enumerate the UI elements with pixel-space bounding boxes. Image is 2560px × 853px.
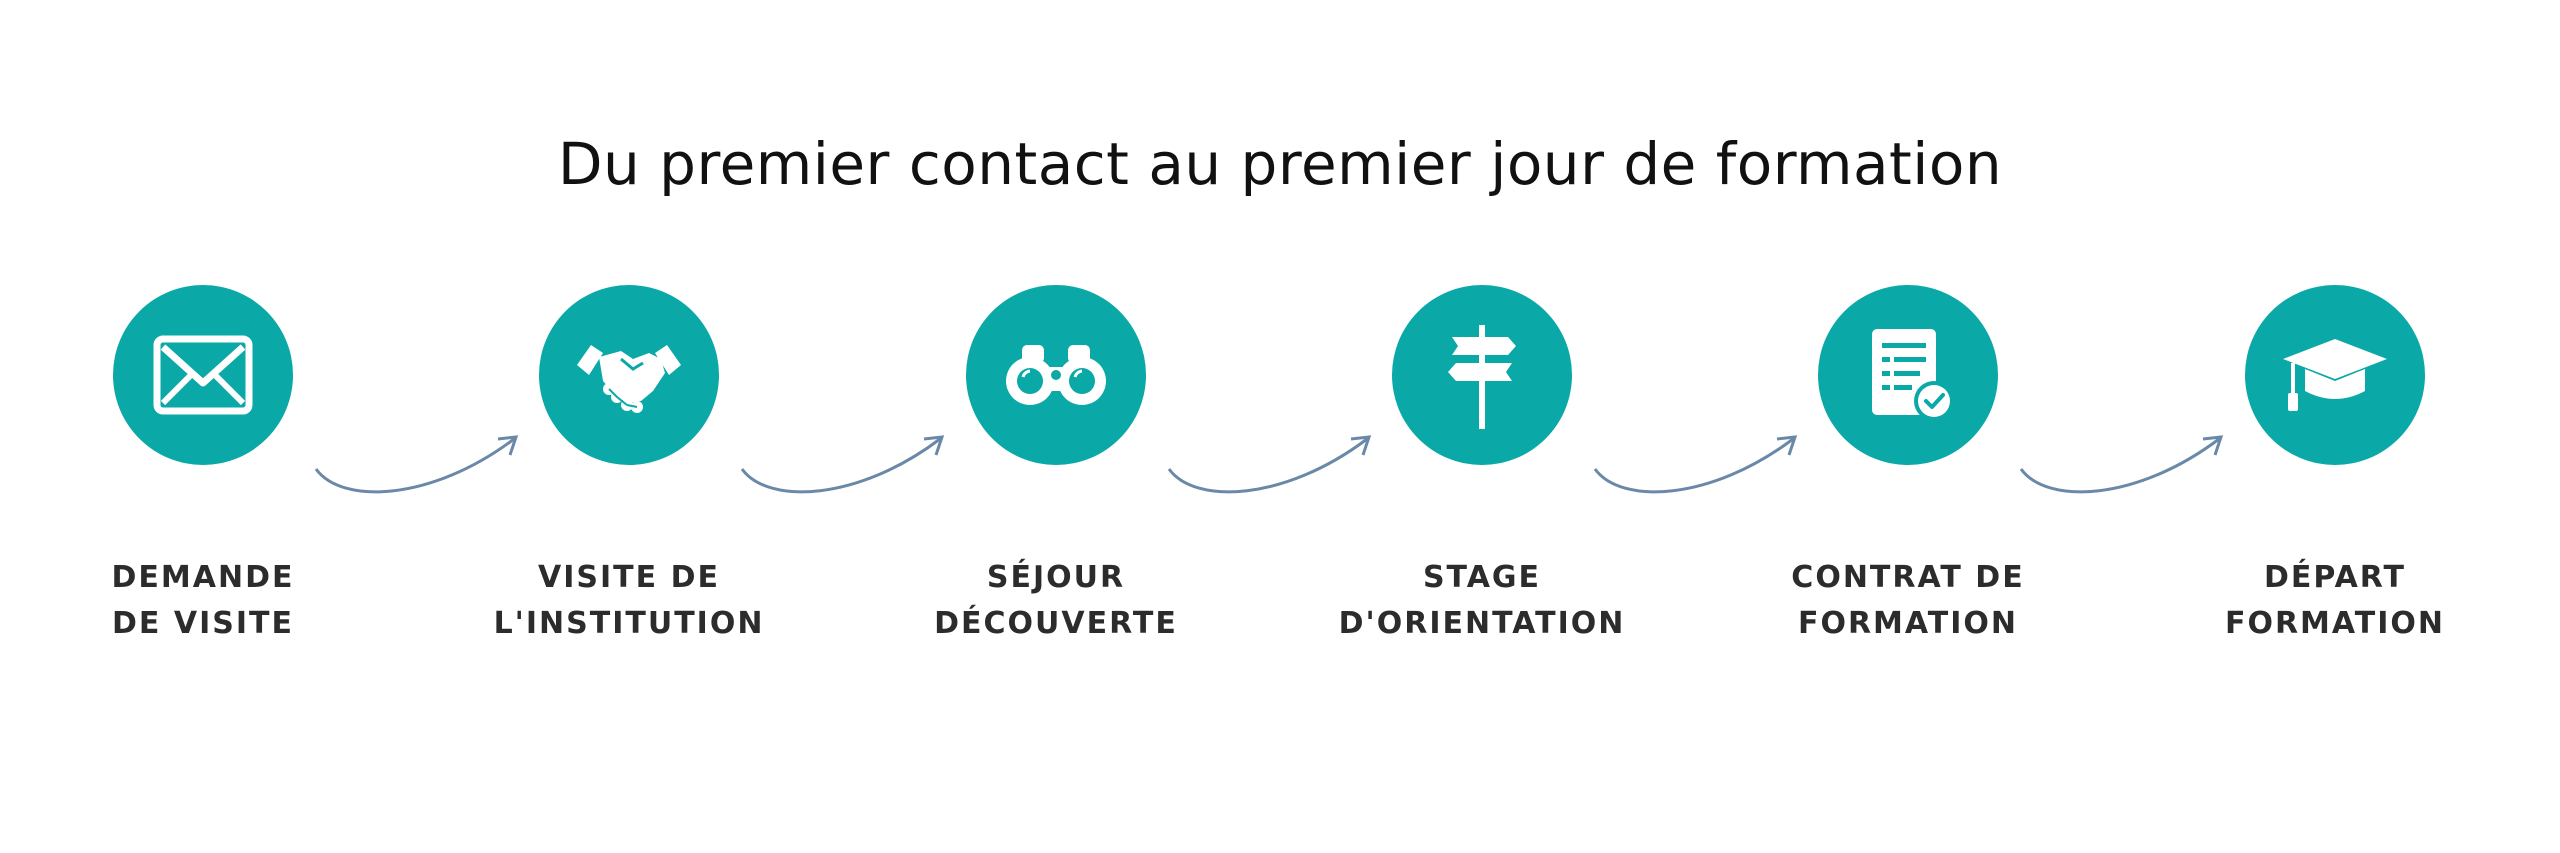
step-label-line2: FORMATION <box>2224 606 2446 641</box>
page-title: Du premier contact au premier jour de fo… <box>557 130 2003 198</box>
handshake-icon <box>577 345 681 413</box>
binoculars-icon <box>1006 345 1106 405</box>
step-circle <box>2245 285 2425 465</box>
connector-arrow <box>2019 435 2224 494</box>
step-label-line1: STAGE <box>1422 560 1542 595</box>
envelope-icon <box>153 335 253 415</box>
contract-icon <box>1872 329 1954 421</box>
signpost-icon <box>1448 325 1516 429</box>
step-visite-institution: VISITE DE L'INSTITUTION <box>439 285 819 647</box>
step-circle <box>1818 285 1998 465</box>
step-circle <box>539 285 719 465</box>
step-demande-de-visite: DEMANDE DE VISITE <box>13 285 393 647</box>
connector-arrow <box>1593 435 1798 494</box>
step-label: DÉPART FORMATION <box>2145 555 2525 647</box>
step-label: DEMANDE DE VISITE <box>13 555 393 647</box>
step-label-line2: DÉCOUVERTE <box>934 606 1178 641</box>
step-label-line2: FORMATION <box>1797 606 2019 641</box>
step-label-line2: D'ORIENTATION <box>1338 606 1626 641</box>
step-label-line1: DEMANDE <box>111 560 295 595</box>
step-label: CONTRAT DE FORMATION <box>1718 555 2098 647</box>
step-stage-orientation: STAGE D'ORIENTATION <box>1292 285 1672 647</box>
graduation-cap-icon <box>2283 339 2387 411</box>
step-label-line1: SÉJOUR <box>986 560 1126 595</box>
connector-arrow <box>314 435 519 494</box>
step-circle <box>966 285 1146 465</box>
step-label-line2: DE VISITE <box>112 606 294 641</box>
step-label: SÉJOUR DÉCOUVERTE <box>866 555 1246 647</box>
step-label-line1: DÉPART <box>2263 560 2407 595</box>
step-sejour-decouverte: SÉJOUR DÉCOUVERTE <box>866 285 1246 647</box>
step-circle <box>1392 285 1572 465</box>
step-depart-formation: DÉPART FORMATION <box>2145 285 2525 647</box>
step-label: STAGE D'ORIENTATION <box>1292 555 1672 647</box>
step-contrat-formation: CONTRAT DE FORMATION <box>1718 285 2098 647</box>
connector-arrow <box>1167 435 1372 494</box>
step-circle <box>113 285 293 465</box>
step-label-line2: L'INSTITUTION <box>493 606 765 641</box>
connector-arrow <box>740 435 945 494</box>
step-label: VISITE DE L'INSTITUTION <box>439 555 819 647</box>
step-label-line1: CONTRAT DE <box>1791 560 2025 595</box>
step-label-line1: VISITE DE <box>538 560 720 595</box>
